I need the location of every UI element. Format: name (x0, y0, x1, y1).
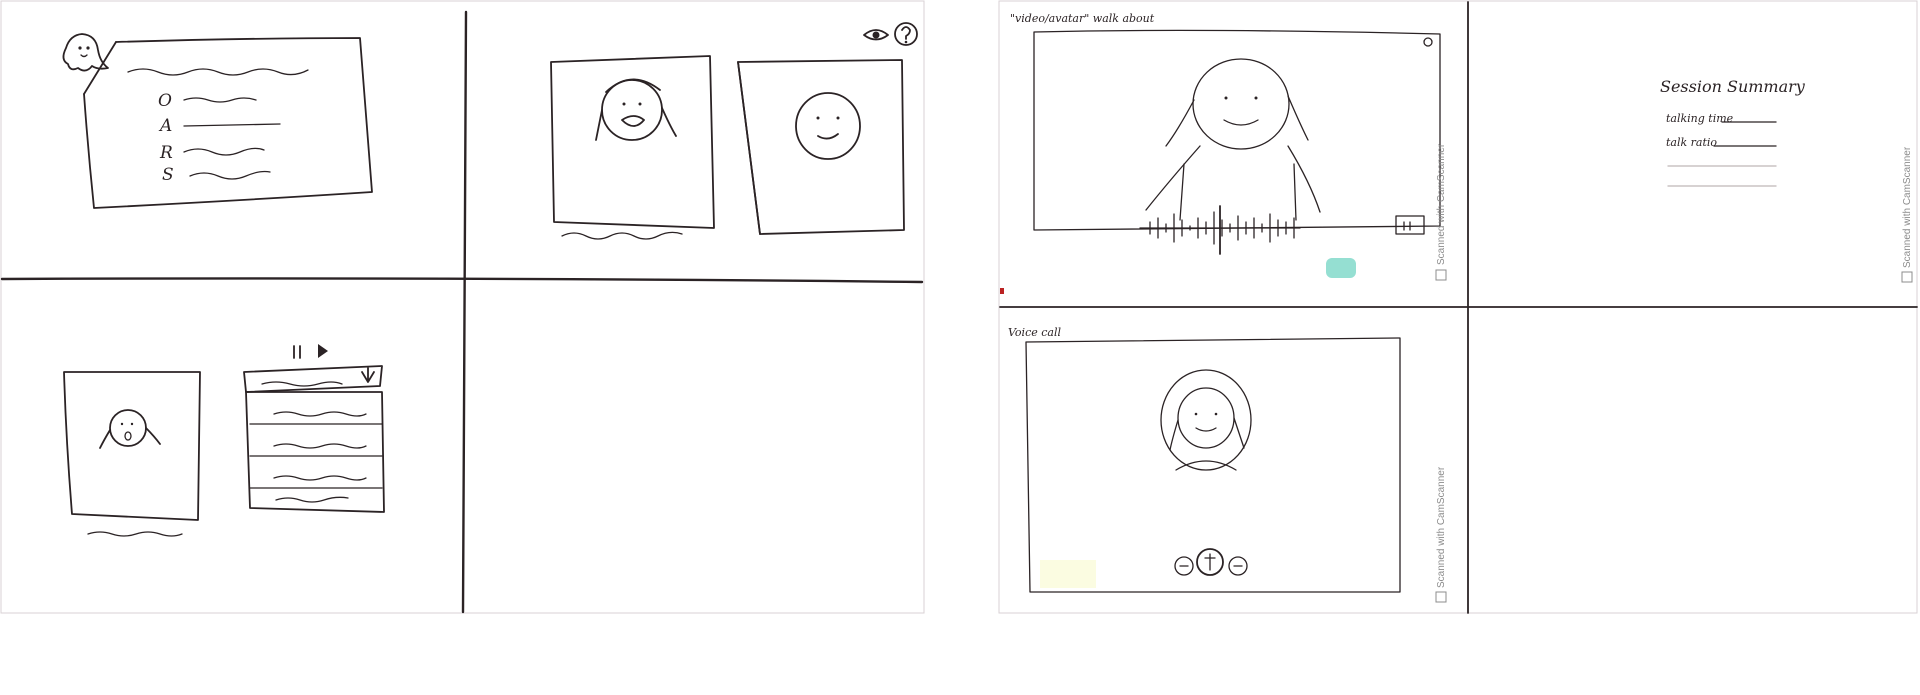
watermark-text: Scanned with CamScanner (1436, 466, 1447, 588)
small-video-frame (63, 371, 201, 521)
avatar-figure (1145, 58, 1321, 221)
left-sketch-sheet: O A R S (0, 0, 925, 614)
option-line-s (189, 170, 271, 180)
video-tile-user (550, 55, 715, 229)
color-smudge (1326, 258, 1356, 278)
mute-button (1174, 556, 1194, 576)
video-tile-caption-line (561, 231, 683, 240)
list-item-line (273, 475, 367, 481)
eye-icon (863, 29, 889, 41)
caller-portrait (1160, 369, 1252, 471)
option-line-a (183, 123, 281, 127)
list-header (243, 365, 383, 393)
panel-session-summary: Session Summary talking time talk ratio (1660, 77, 1806, 187)
watermark-group: Scanned with CamScanner Scanned with Cam… (1435, 143, 1913, 603)
fullscreen-button (1395, 215, 1425, 235)
list-body (245, 391, 385, 513)
end-call-button (1228, 556, 1248, 576)
user-face-icon (595, 78, 677, 141)
menu-card-frame (83, 37, 373, 209)
panel-voice-call: Voice call (1008, 326, 1401, 593)
audio-waveform (1139, 205, 1301, 255)
option-letter-o: O (158, 91, 172, 111)
list-item-line (273, 443, 367, 449)
panel-menu-card: O A R S (62, 33, 373, 209)
voice-call-frame (1025, 337, 1401, 593)
chevron-down-icon (361, 367, 375, 383)
option-letter-r: R (159, 143, 173, 163)
small-video-caption-line (87, 531, 183, 537)
list-header-line (261, 381, 343, 387)
call-controls (1174, 548, 1248, 576)
summary-row-talking-time: talking time (1666, 112, 1734, 125)
list-item-line (275, 496, 349, 503)
panel-video-tiles (550, 22, 918, 240)
microphone-icon (1196, 548, 1224, 576)
video-call-frame (1033, 29, 1441, 231)
list-item-line (273, 411, 367, 417)
horizontal-divider (0, 277, 924, 284)
option-line-o (183, 97, 257, 103)
right-sketch-sheet: "video/avatar" walk about (998, 0, 1918, 614)
summary-title: Session Summary (1660, 77, 1806, 96)
avatar-face-icon (795, 92, 861, 160)
scan-tint (1040, 560, 1096, 588)
summary-empty-rows (1667, 165, 1777, 187)
watermark-text: Scanned with CamScanner (1902, 146, 1913, 268)
help-icon (894, 22, 918, 46)
panel-video-with-list (63, 344, 385, 537)
vertical-divider (461, 10, 468, 614)
card-title-line (127, 68, 309, 76)
watermark-text: Scanned with CamScanner (1436, 143, 1447, 265)
watermark-icon (1435, 591, 1447, 603)
panel-video-avatar: "video/avatar" walk about (1000, 12, 1441, 294)
watermark-icon (1901, 271, 1913, 283)
close-icon (1423, 37, 1433, 47)
play-icon (318, 344, 328, 358)
option-letter-s: S (162, 165, 174, 185)
option-line-r (183, 147, 265, 156)
video-panel-title: "video/avatar" walk about (1010, 12, 1155, 25)
scan-mark (1000, 288, 1004, 294)
summary-row-talk-ratio: talk ratio (1666, 136, 1717, 149)
option-letter-a: A (158, 116, 172, 136)
pause-icon (293, 345, 301, 359)
voice-call-title: Voice call (1008, 326, 1061, 339)
small-face-icon (99, 409, 161, 449)
watermark-icon (1435, 269, 1447, 281)
